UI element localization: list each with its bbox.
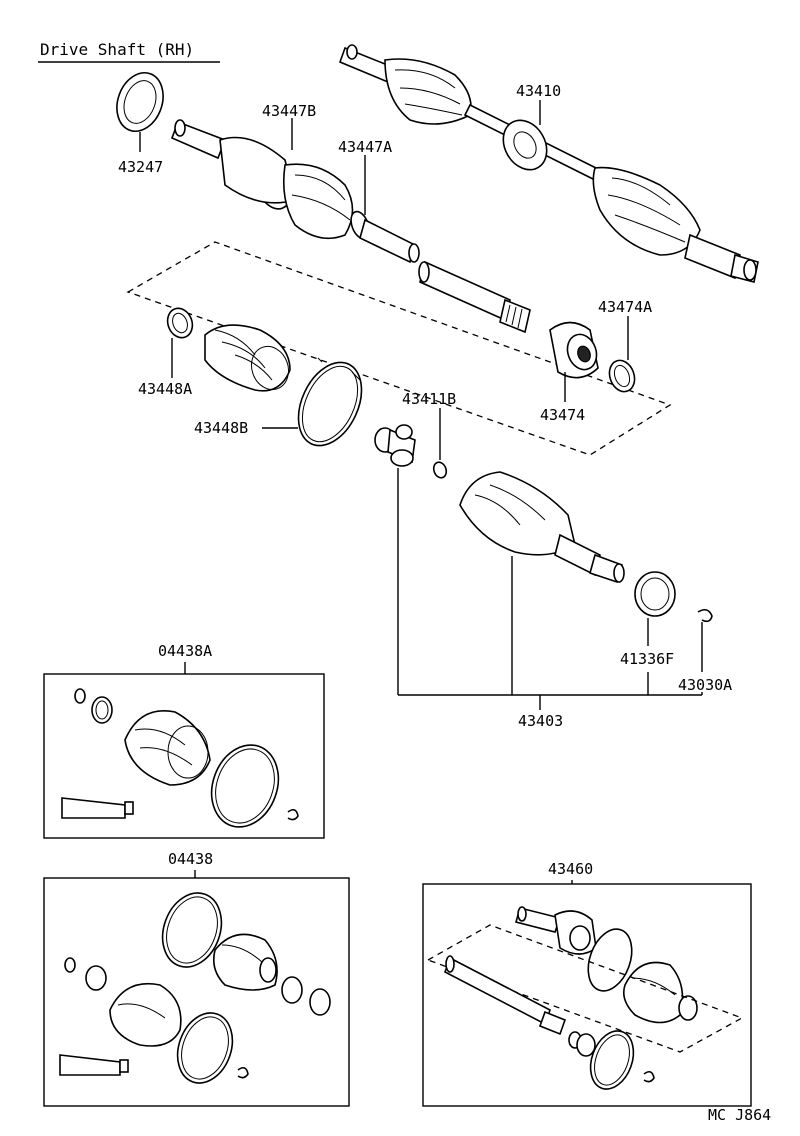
label-43474A: 43474A: [598, 298, 652, 316]
boot-inboard: [204, 324, 291, 392]
label-43447B: 43447B: [262, 102, 316, 120]
label-43474: 43474: [540, 406, 585, 424]
label-43030A: 43030A: [678, 676, 732, 694]
label-43411B: 43411B: [402, 390, 456, 408]
diagram-title: Drive Shaft (RH): [40, 40, 194, 59]
oil-seal-41336F: [634, 571, 676, 617]
kit-04438A-contents: [61, 688, 299, 828]
kit-box-04438: [43, 877, 350, 1107]
snap-ring-43411B: [432, 461, 448, 479]
kit-box-43460: [422, 883, 752, 1107]
clamp-43474A: [608, 359, 636, 393]
label-43447A: 43447A: [338, 138, 392, 156]
kit-43460-contents: [426, 906, 744, 1090]
kit-label-04438: 04438: [168, 850, 213, 868]
kit-box-04438A: [43, 673, 325, 839]
clip-43030A: [697, 608, 713, 623]
grouping-leader-43403: [397, 468, 703, 710]
label-43410: 43410: [516, 82, 561, 100]
tripod-joint: [374, 424, 416, 467]
label-43448B: 43448B: [194, 419, 248, 437]
outer-housing-43403: [459, 471, 625, 584]
clamp-43448A: [166, 307, 194, 339]
kit-boundary-dashed: [126, 241, 672, 456]
shaft-inboard-joint: [170, 119, 420, 264]
label-41336F: 41336F: [620, 650, 674, 668]
label-43247: 43247: [118, 158, 163, 176]
footer-code: MC J864: [708, 1106, 771, 1124]
kit-label-04438A: 04438A: [158, 642, 212, 660]
seal-ring-43247: [116, 72, 164, 132]
kit-label-43460: 43460: [548, 860, 593, 878]
label-43448A: 43448A: [138, 380, 192, 398]
kit-04438-contents: [59, 892, 331, 1084]
shaft-splined-segment: [418, 260, 531, 334]
band-43448B: [297, 357, 363, 447]
damper-43474: [549, 321, 599, 379]
label-43403: 43403: [518, 712, 563, 730]
drive-shaft-assembly-43410: [338, 44, 759, 283]
